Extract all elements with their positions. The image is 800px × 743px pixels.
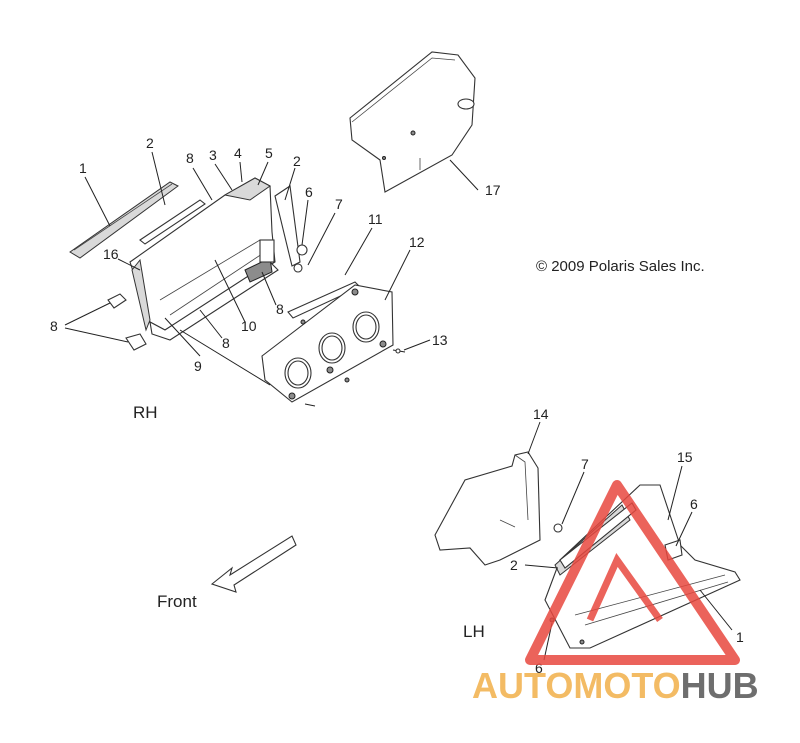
callout-2-rh-b: 2 (293, 153, 301, 169)
callout-6-lh-a: 6 (690, 496, 698, 512)
callout-15: 15 (677, 449, 693, 465)
callout-7-lh: 7 (581, 456, 589, 472)
rh-label: RH (133, 403, 158, 422)
callout-2-rh-a: 2 (146, 135, 154, 151)
copyright-text: © 2009 Polaris Sales Inc. (536, 258, 705, 275)
seal-strip-2-rh (139, 185, 301, 267)
callout-8-rh-d: 8 (50, 318, 58, 334)
callout-4: 4 (234, 145, 242, 161)
watermark-triangle-icon (525, 480, 740, 665)
callout-3: 3 (209, 147, 217, 163)
leader-lines (64, 151, 733, 661)
grommet-6-rh (293, 244, 308, 273)
watermark-text: AUTOMOTOHUB (472, 665, 759, 706)
callout-8-rh-c: 8 (222, 335, 230, 351)
callouts: 1 2 8 3 4 5 2 6 7 11 12 16 8 10 8 9 8 13… (50, 135, 744, 676)
callout-11: 11 (368, 211, 383, 227)
watermark-text-part2: HUB (681, 665, 759, 706)
callout-10: 10 (241, 318, 257, 334)
callout-8-rh-b: 8 (276, 301, 284, 317)
callout-16: 16 (103, 246, 119, 262)
lh-cover-14 (434, 451, 541, 566)
callout-14: 14 (533, 406, 549, 422)
callout-6-lh-b: 6 (535, 660, 543, 676)
callout-7-rh: 7 (335, 196, 343, 212)
front-arrow (210, 535, 297, 593)
front-label: Front (157, 592, 197, 611)
callout-1-lh: 1 (736, 629, 744, 645)
lh-label: LH (463, 622, 485, 641)
callout-9: 9 (194, 358, 202, 374)
callout-12: 12 (409, 234, 425, 250)
trim-strip-1-rh (69, 181, 179, 259)
callout-2-lh: 2 (510, 557, 518, 573)
callout-17: 17 (485, 182, 501, 198)
screw-13 (304, 348, 406, 407)
callout-1-rh: 1 (79, 160, 87, 176)
watermark-inner-mark-icon (586, 553, 663, 623)
clip-8-rh-left (107, 293, 147, 351)
rh-housing (129, 177, 279, 341)
callout-6-rh: 6 (305, 184, 313, 200)
callout-8-rh-a: 8 (186, 150, 194, 166)
gauge-bezel-12 (261, 284, 394, 403)
cover-panel-17 (349, 51, 476, 193)
callout-13: 13 (432, 332, 448, 348)
callout-5: 5 (265, 145, 273, 161)
watermark-logo: AUTOMOTOHUB (472, 480, 759, 706)
watermark-text-part1: AUTOMOTO (472, 665, 681, 706)
